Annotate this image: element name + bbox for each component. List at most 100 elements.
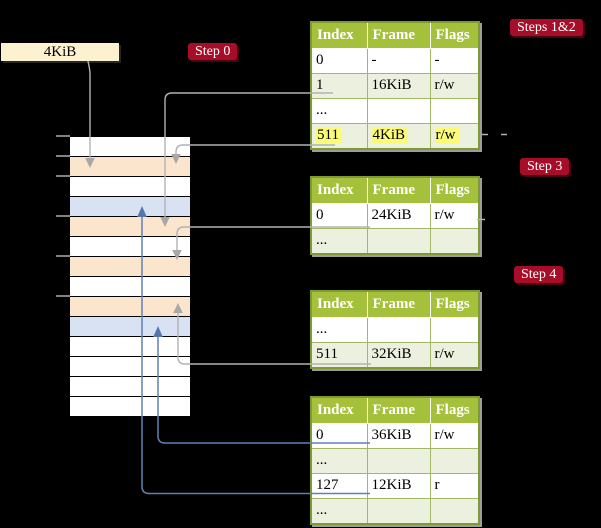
table-cell: 4KiB — [366, 122, 430, 148]
table-row: ... — [312, 227, 478, 253]
table-cell — [366, 447, 430, 473]
table-cell: 511 — [312, 122, 367, 148]
table-cell — [429, 447, 478, 473]
table-cell — [429, 227, 478, 253]
column-header: Index — [312, 23, 367, 49]
table-cell: r/w — [429, 341, 478, 367]
table-cell: - — [429, 47, 478, 73]
column-header: Frame — [366, 178, 430, 204]
table-cell: 36KiB — [366, 422, 430, 448]
table-cell — [429, 497, 478, 523]
stack-tick — [56, 175, 70, 177]
table-row: ... — [312, 447, 478, 473]
table-cell: r/w — [429, 202, 478, 228]
table-cell: ... — [312, 97, 367, 123]
table-cell: 12KiB — [366, 472, 430, 498]
table-row: ... — [312, 316, 478, 342]
table-cell: 24KiB — [366, 202, 430, 228]
label-steps-1-2: Steps 1&2 — [510, 19, 583, 36]
stack-tick — [56, 215, 70, 217]
table-cell — [366, 497, 430, 523]
table-row: 0-- — [312, 47, 478, 73]
column-header: Flags — [429, 292, 478, 318]
table-cell: r/w — [429, 72, 478, 98]
table-cell — [429, 316, 478, 342]
stack-tick — [56, 255, 70, 257]
table-row: ... — [312, 97, 478, 123]
stack-tick — [56, 155, 70, 157]
label-step-4: Step 4 — [514, 266, 564, 283]
table-cell: 16KiB — [366, 72, 430, 98]
table-row: 511 4KiB r/w — [312, 122, 478, 148]
frame-size-label: 4KiB — [43, 44, 77, 60]
table-cell: 0 — [312, 202, 367, 228]
table-cell: 127 — [312, 472, 367, 498]
column-header: Frame — [366, 292, 430, 318]
table-cell: 32KiB — [366, 341, 430, 367]
column-header: Frame — [366, 398, 430, 424]
table-cell: - — [366, 47, 430, 73]
stack-row-10-blue — [70, 317, 190, 337]
stack-row-3-white — [70, 177, 190, 197]
table-cell: r — [429, 472, 478, 498]
column-header: Index — [312, 292, 367, 318]
table-cell: ... — [312, 227, 367, 253]
table-cell: ... — [312, 497, 367, 523]
stack-row-11-white — [70, 337, 190, 357]
table-row: ... — [312, 497, 478, 523]
table-cell — [366, 316, 430, 342]
stack-row-6-white — [70, 237, 190, 257]
table-cell: ... — [312, 447, 367, 473]
column-header: Flags — [429, 178, 478, 204]
stack-row-4-blue — [70, 197, 190, 217]
stack-tick — [56, 295, 70, 297]
table-cell: r/w — [429, 122, 478, 148]
stack-tick — [56, 135, 70, 137]
highlighted-value: 511 — [316, 127, 342, 144]
column-header: Flags — [429, 398, 478, 424]
highlighted-value: 4KiB — [371, 127, 409, 144]
table-cell — [429, 97, 478, 123]
column-header: Index — [312, 398, 367, 424]
stack-row-12-white — [70, 357, 190, 377]
highlighted-value: r/w — [434, 127, 459, 144]
label-step-3: Step 3 — [520, 158, 570, 175]
frame-size-box: 4KiB — [1, 43, 119, 61]
memory-frame-stack — [70, 136, 190, 417]
stack-row-14-white — [70, 397, 190, 417]
label-step-0: Step 0 — [188, 43, 238, 60]
column-header: Flags — [429, 23, 478, 49]
table-cell: 0 — [312, 422, 367, 448]
column-header: Frame — [366, 23, 430, 49]
table-cell — [366, 97, 430, 123]
stack-row-1-white — [70, 137, 190, 157]
table-cell: 1 — [312, 72, 367, 98]
column-header: Index — [312, 178, 367, 204]
table-cell: 511 — [312, 341, 367, 367]
stack-row-7-peach — [70, 257, 190, 277]
table-cell: 0 — [312, 47, 367, 73]
stack-tick-marks — [56, 135, 70, 416]
stack-row-9-peach — [70, 297, 190, 317]
table-cell — [366, 227, 430, 253]
stack-row-5-peach — [70, 217, 190, 237]
table-cell: r/w — [429, 422, 478, 448]
